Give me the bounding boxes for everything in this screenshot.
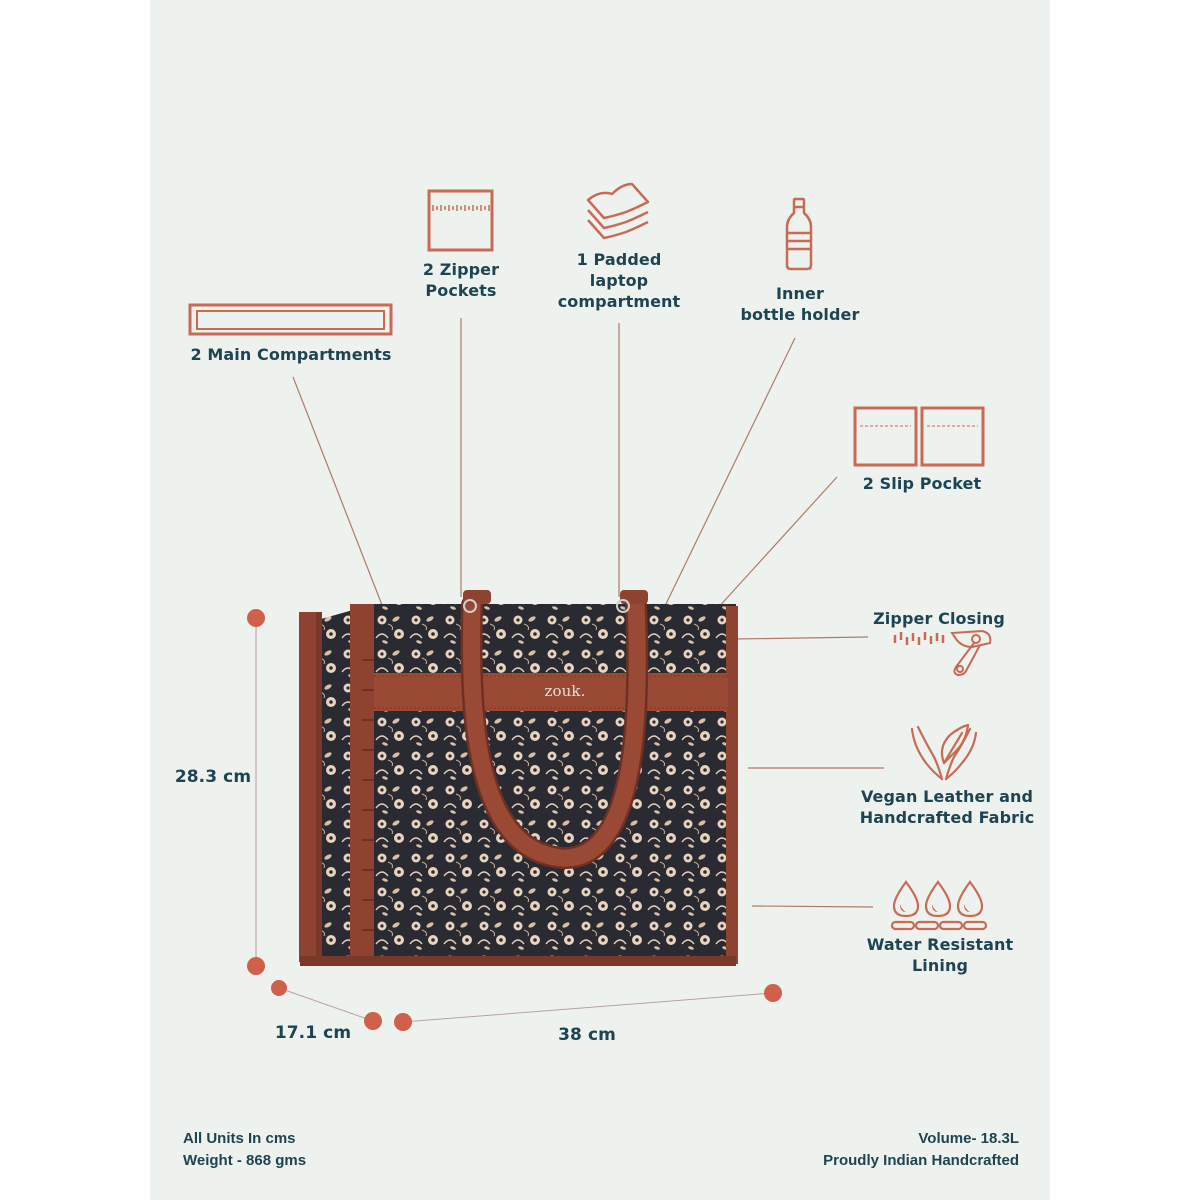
zipper-pocket-icon bbox=[427, 189, 494, 252]
hands-leaf-icon bbox=[910, 723, 978, 781]
units-note: All Units In cms bbox=[183, 1130, 296, 1147]
feature-vegan-leather: Vegan Leather and Handcrafted Fabric bbox=[856, 786, 1038, 828]
brand-logo: zouk. bbox=[544, 682, 586, 700]
feature-zipper-pockets: 2 Zipper Pockets bbox=[400, 259, 522, 301]
dim-dot bbox=[247, 957, 265, 975]
feature-zipper-pockets-line2: Pockets bbox=[425, 281, 497, 300]
double-rectangle-icon bbox=[188, 303, 393, 336]
dimension-width: 38 cm bbox=[558, 1025, 616, 1045]
dim-dot bbox=[394, 1013, 412, 1031]
footer-right: Volume- 18.3L Proudly Indian Handcrafted bbox=[760, 1128, 1019, 1172]
zipper-pull-icon bbox=[893, 629, 992, 677]
feature-main-compartments: 2 Main Compartments bbox=[190, 345, 392, 364]
width-dimension-line bbox=[402, 992, 774, 1023]
slip-pocket-icon bbox=[853, 406, 985, 467]
dimension-height: 28.3 cm bbox=[174, 767, 252, 787]
dim-dot bbox=[364, 1012, 382, 1030]
feature-laptop-line1: 1 Padded bbox=[576, 250, 662, 269]
leader-slip-pocket bbox=[715, 476, 838, 611]
bottle-icon bbox=[785, 197, 813, 271]
footer-left: All Units In cms Weight - 868 gms bbox=[183, 1128, 306, 1172]
weight-note: Weight - 868 gms bbox=[183, 1152, 307, 1169]
feature-zipper-closing: Zipper Closing bbox=[873, 609, 1005, 628]
feature-water-resistant: Water Resistant Lining bbox=[866, 935, 1014, 975]
volume-note: Volume- 18.3L bbox=[918, 1130, 1019, 1147]
feature-bottle-line1: Inner bbox=[776, 284, 824, 303]
dimension-depth: 17.1 cm bbox=[274, 1023, 352, 1043]
product-panel bbox=[150, 0, 1050, 1200]
padded-layers-icon bbox=[586, 182, 650, 240]
feature-laptop-line2: laptop compartment bbox=[557, 271, 681, 311]
feature-laptop-compartment: 1 Padded laptop compartment bbox=[530, 249, 708, 312]
depth-dimension-line bbox=[278, 987, 374, 1022]
origin-note: Proudly Indian Handcrafted bbox=[823, 1152, 1019, 1169]
water-drops-icon bbox=[890, 880, 988, 931]
feature-zipper-pockets-line1: 2 Zipper bbox=[422, 260, 500, 279]
leader-zipper-closing bbox=[734, 636, 869, 640]
feature-vegan-line1: Vegan Leather and bbox=[860, 787, 1034, 806]
leader-water bbox=[751, 905, 874, 908]
dim-dot bbox=[247, 609, 265, 627]
leader-bottle bbox=[663, 337, 796, 609]
feature-bottle-holder: Inner bottle holder bbox=[738, 283, 862, 325]
leader-main-compartments bbox=[292, 376, 383, 606]
feature-bottle-line2: bottle holder bbox=[740, 305, 860, 324]
feature-vegan-line2: Handcrafted Fabric bbox=[859, 808, 1035, 827]
dim-dot bbox=[764, 984, 782, 1002]
dim-dot bbox=[271, 980, 287, 996]
feature-slip-pocket: 2 Slip Pocket bbox=[862, 474, 982, 493]
